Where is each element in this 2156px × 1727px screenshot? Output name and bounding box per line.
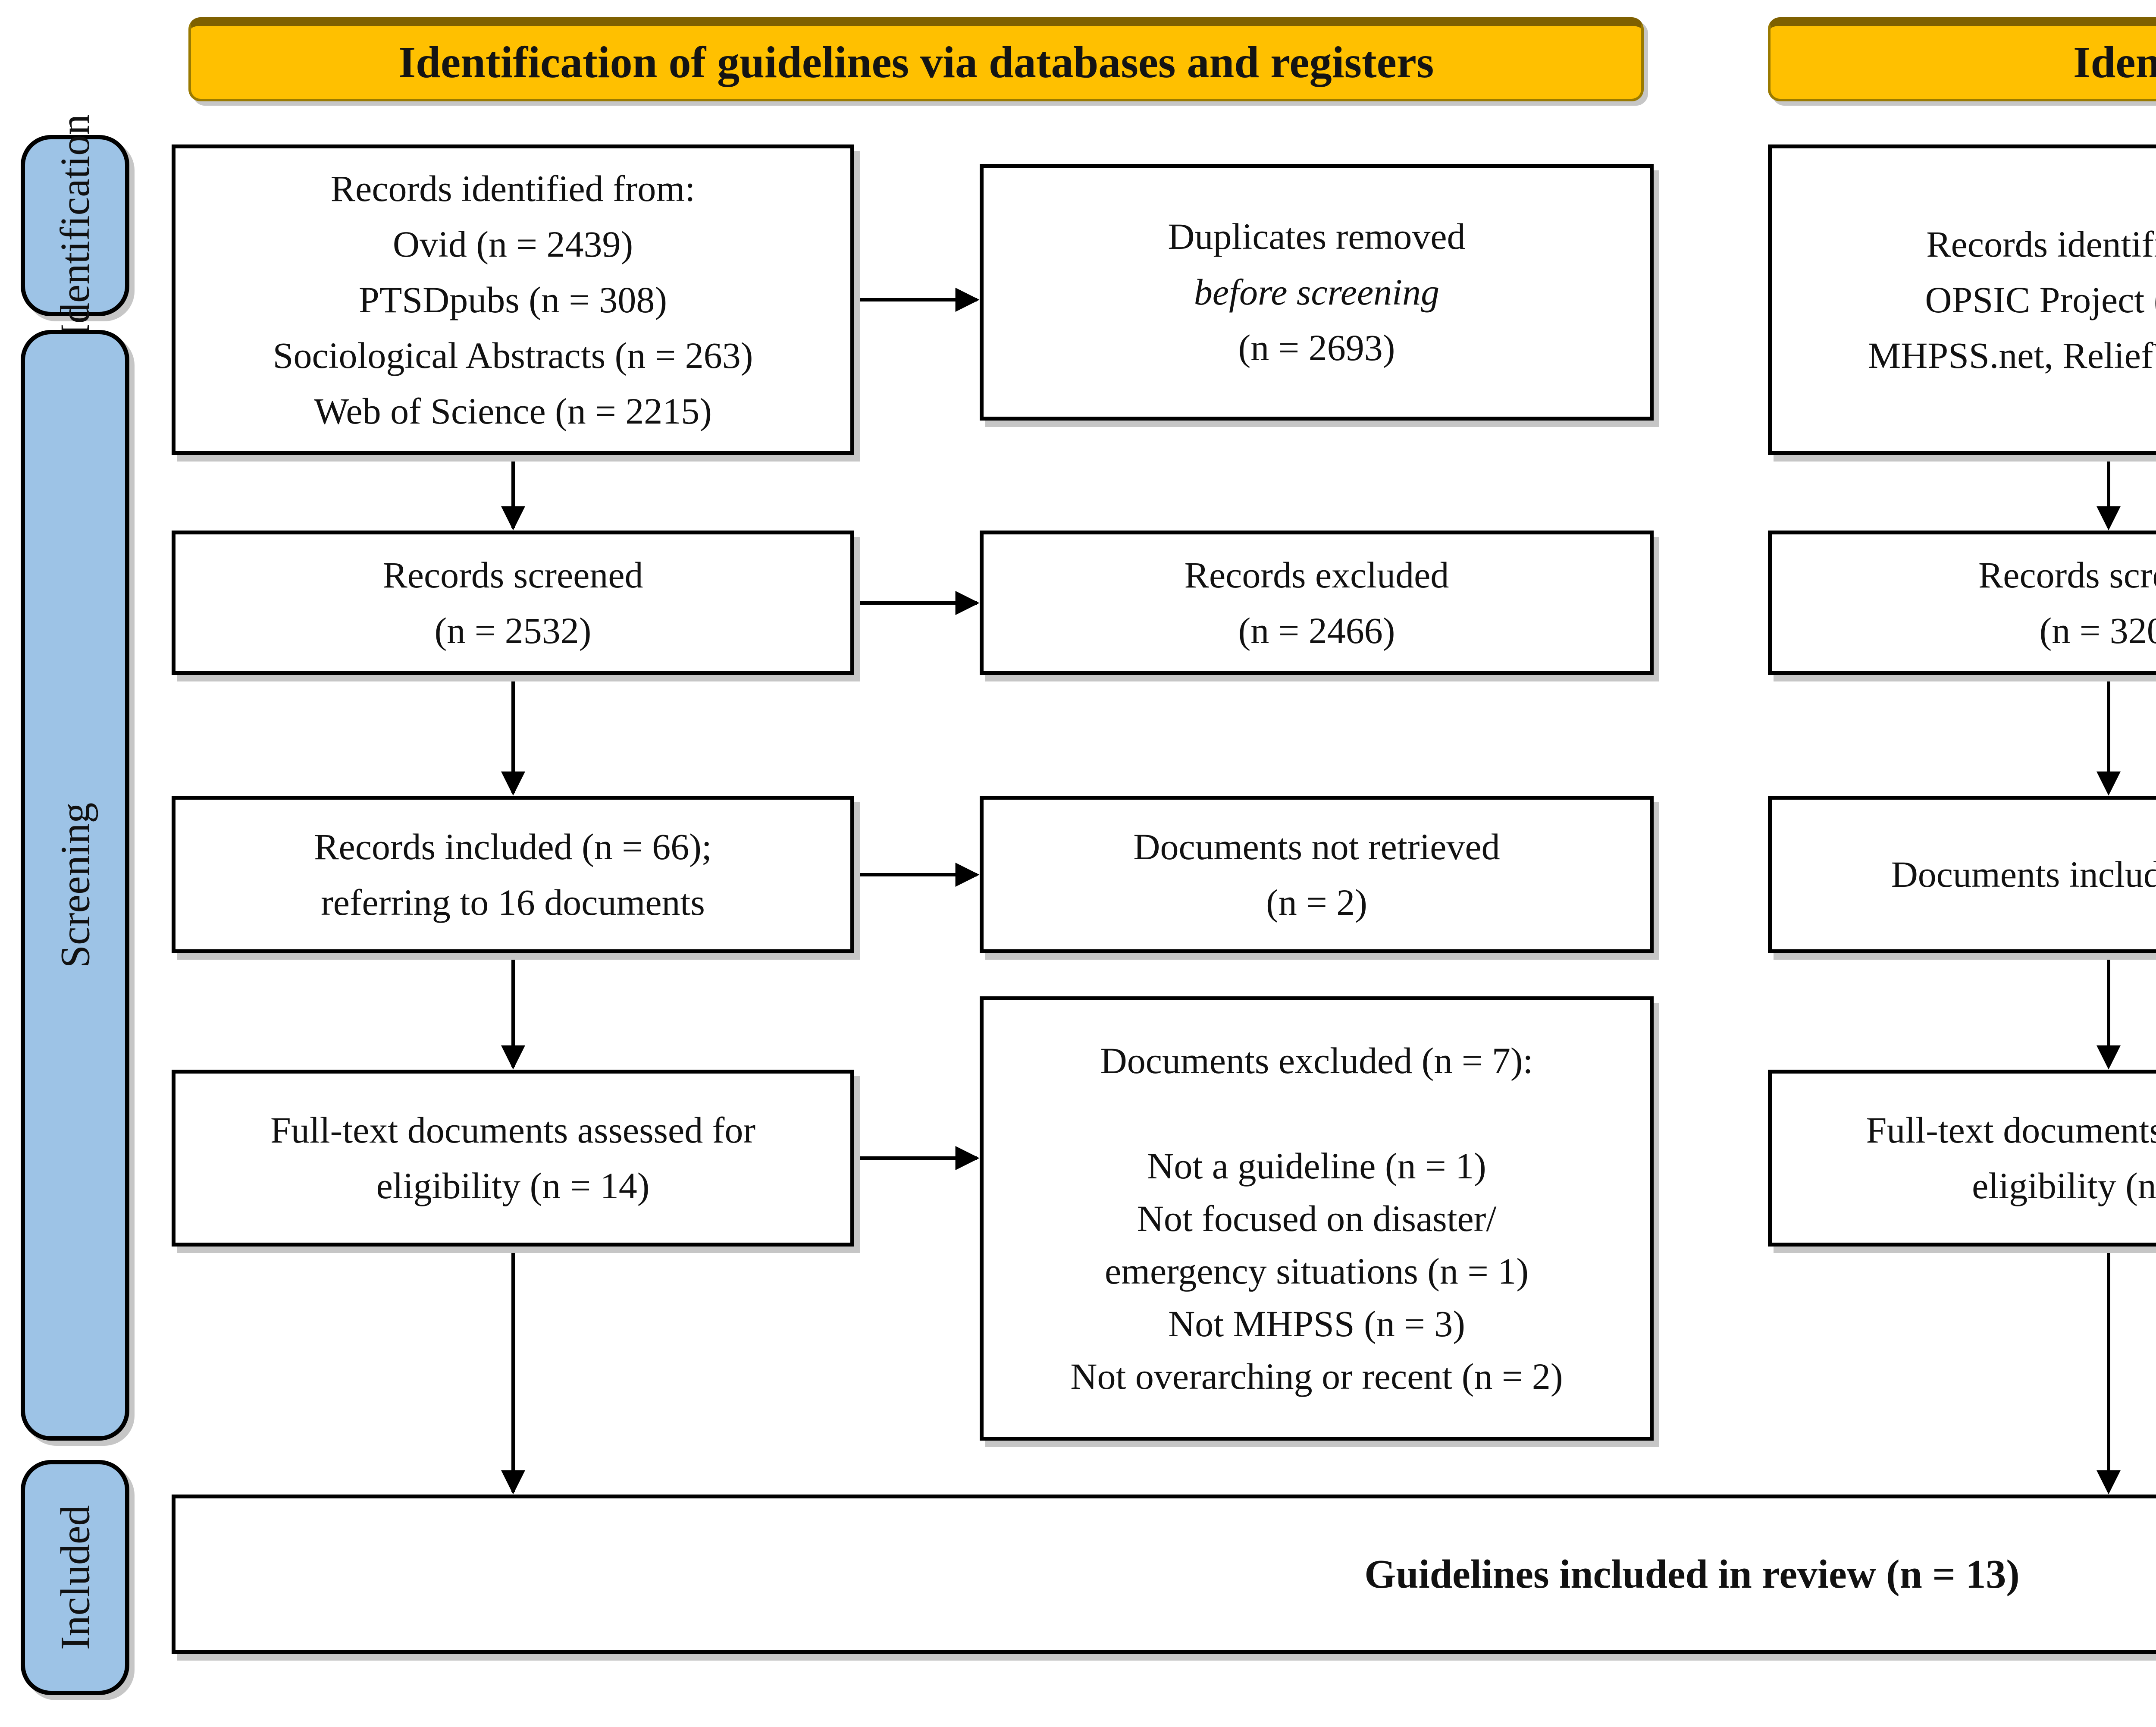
stage-screening-text: Screening xyxy=(52,802,98,968)
box-text-line: Documents included (n = 76) xyxy=(1891,854,2156,895)
box-records-excluded-databases: Records excluded (n = 2466) xyxy=(980,531,1654,675)
box-text-line: before screening xyxy=(1194,271,1440,313)
box-text: Records included (n = 66); referring to 1… xyxy=(188,819,837,930)
box-text-line: Records screened xyxy=(382,554,643,596)
box-documents-included-other: Documents included (n = 76) xyxy=(1768,796,2156,953)
box-text-line: Not overarching or recent (n = 2) xyxy=(1070,1356,1563,1397)
box-text-line: (n = 2532) xyxy=(434,609,592,651)
box-records-identified-databases: Records identified from: Ovid (n = 2439) P… xyxy=(172,144,854,455)
box-text-line: Not focused on disaster/ xyxy=(1137,1197,1497,1239)
box-text: Full-text documents assessed for eligibil… xyxy=(1785,1102,2156,1214)
box-duplicates-removed-databases: Duplicates removed before screening (n = 2… xyxy=(980,164,1654,421)
banner-databases-registers: Identification of guidelines via databas… xyxy=(188,17,1644,101)
box-text-line: eligibility (n = 14) xyxy=(376,1165,650,1206)
box-text-line: Records excluded xyxy=(1184,554,1449,596)
box-records-screened-other: Records screened (n = 320) xyxy=(1768,531,2156,675)
box-fulltext-assessed-databases: Full-text documents assessed for eligibil… xyxy=(172,1070,854,1247)
box-text-line: Records identified from: xyxy=(1926,223,2156,265)
box-text-line: MHPSS.net, ReliefWeb (n = 45) xyxy=(1868,334,2156,376)
box-text: Records excluded (n = 2466) xyxy=(997,547,1637,659)
box-text-line: Records screened xyxy=(1978,554,2156,596)
box-documents-not-retrieved-databases: Documents not retrieved (n = 2) xyxy=(980,796,1654,953)
box-text-line: (n = 2693) xyxy=(1238,327,1395,368)
stage-label-screening: Screening xyxy=(21,330,129,1441)
box-text-line: Records included (n = 66); xyxy=(314,826,712,867)
box-text-line: Web of Science (n = 2215) xyxy=(314,390,712,432)
banner-left-label: Identification of guidelines via databas… xyxy=(398,38,1434,87)
stage-identification-text: Identification xyxy=(52,114,98,337)
box-text-line: Documents excluded (n = 7): xyxy=(1100,1039,1533,1081)
stage-label-identification: Identification xyxy=(21,114,129,337)
box-text: Records screened (n = 320) xyxy=(1785,547,2156,659)
banner-right-label: Identification of guidelines via other m… xyxy=(2073,38,2156,87)
box-text-line: emergency situations (n = 1) xyxy=(1104,1250,1529,1292)
box-text-line: (n = 2466) xyxy=(1238,609,1395,651)
box-text-line: Not MHPSS (n = 3) xyxy=(1168,1303,1465,1345)
box-text-line: PTSDpubs (n = 308) xyxy=(358,279,667,320)
box-text-line: (n = 2) xyxy=(1266,881,1367,923)
box-fulltext-assessed-other: Full-text documents assessed for eligibil… xyxy=(1768,1070,2156,1247)
box-text: Documents excluded (n = 7): Not a guidel… xyxy=(997,1034,1637,1403)
box-documents-excluded-databases: Documents excluded (n = 7): Not a guidel… xyxy=(980,996,1654,1441)
box-text-line: Documents not retrieved xyxy=(1133,826,1500,867)
box-text: Records identified from: OPSIC Project (n… xyxy=(1785,217,2156,383)
box-text-line: referring to 16 documents xyxy=(321,881,705,923)
box-records-identified-other: Records identified from: OPSIC Project (n… xyxy=(1768,144,2156,455)
box-text: Documents not retrieved (n = 2) xyxy=(997,819,1637,930)
box-text-line: Duplicates removed xyxy=(1168,216,1466,257)
box-text: Documents included (n = 76) xyxy=(1785,847,2156,902)
box-text-line: Not a guideline (n = 1) xyxy=(1147,1145,1486,1187)
box-text-line: Records identified from: xyxy=(330,167,696,209)
box-text: Records identified from: Ovid (n = 2439) P… xyxy=(188,161,837,439)
stage-label-included: Included xyxy=(21,1460,129,1695)
box-text: Records screened (n = 2532) xyxy=(188,547,837,659)
banner-other-methods: Identification of guidelines via other m… xyxy=(1768,17,2156,101)
box-records-screened-databases: Records screened (n = 2532) xyxy=(172,531,854,675)
stage-included-text: Included xyxy=(52,1505,98,1650)
box-records-included-databases: Records included (n = 66); referring to 1… xyxy=(172,796,854,953)
box-text-line: Full-text documents assessed for xyxy=(270,1109,755,1151)
included-bar-text: Guidelines included in review (n = 13) xyxy=(1364,1551,2020,1597)
box-text-line xyxy=(997,1087,1637,1140)
box-text-line: Sociological Abstracts (n = 263) xyxy=(273,334,753,376)
box-text: Duplicates removed before screening (n = 2… xyxy=(997,209,1637,376)
box-text-line: eligibility (n = 63) xyxy=(1972,1165,2156,1206)
box-text-line: Full-text documents assessed for xyxy=(1866,1109,2156,1151)
box-text: Full-text documents assessed for eligibil… xyxy=(188,1102,837,1214)
box-text-line: (n = 320) xyxy=(2039,609,2156,651)
box-guidelines-included-review: Guidelines included in review (n = 13) xyxy=(172,1495,2156,1654)
box-text-line: Ovid (n = 2439) xyxy=(392,223,633,265)
box-text-line: OPSIC Project (n = 282) xyxy=(1925,279,2156,320)
